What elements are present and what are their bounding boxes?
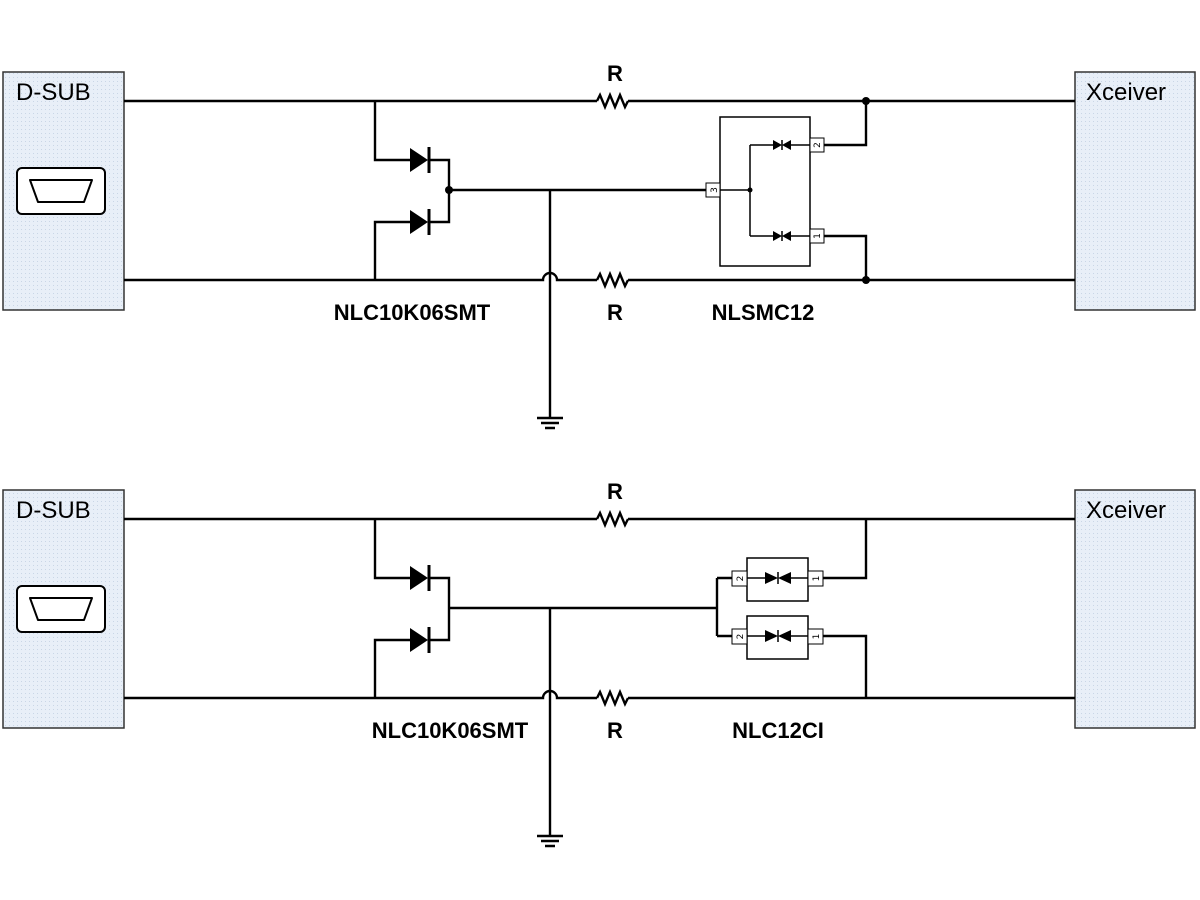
circuit-2: D-SUB Xceiver R R <box>2 479 1196 848</box>
tvs-array-label: NLC10K06SMT <box>372 718 529 743</box>
xceiver-label: Xceiver <box>1086 79 1166 106</box>
bottom-signal-line <box>124 688 1075 708</box>
resistor-bottom-label: R <box>607 718 623 743</box>
nlc12ci-lower-pin2: 2 <box>736 634 746 640</box>
nlsmc12-label: NLSMC12 <box>712 300 815 325</box>
bottom-signal-line <box>124 270 1075 290</box>
nlc12ci-upper-pin1: 1 <box>812 576 822 582</box>
bottom-resistor <box>595 688 630 708</box>
xceiver-block: Xceiver <box>1074 489 1196 729</box>
top-resistor <box>595 509 630 529</box>
top-resistor <box>595 91 630 111</box>
resistor-bottom-label: R <box>607 300 623 325</box>
nlc12ci-label: NLC12CI <box>732 718 824 743</box>
resistor-top-label: R <box>607 61 623 86</box>
nlc12ci-device-upper: 2 1 <box>731 557 824 602</box>
dsub-connector: D-SUB <box>2 489 125 729</box>
nlsmc12-pin1: 1 <box>813 233 823 239</box>
nlc12ci-device-lower: 2 1 <box>731 615 824 660</box>
nlsmc12-pin2: 2 <box>813 142 823 148</box>
top-signal-line <box>124 509 1075 529</box>
circuit-1: D-SUB Xceiver R R <box>2 61 1196 430</box>
bottom-resistor <box>595 270 630 290</box>
dsub-label: D-SUB <box>16 497 91 524</box>
dsub-label: D-SUB <box>16 79 91 106</box>
nlc12ci-lower-pin1: 1 <box>812 634 822 640</box>
dsub-port-icon <box>16 167 106 215</box>
dsub-connector: D-SUB <box>2 71 125 311</box>
tvs-diode-array <box>373 519 451 698</box>
ground-symbol <box>537 608 563 848</box>
resistor-top-label: R <box>607 479 623 504</box>
nlc12ci-upper-pin2: 2 <box>736 576 746 582</box>
tvs-array-label: NLC10K06SMT <box>334 300 491 325</box>
top-signal-line <box>124 91 1075 111</box>
xceiver-label: Xceiver <box>1086 497 1166 524</box>
tvs-diode-array <box>373 101 453 280</box>
nlsmc12-package: 3 2 1 <box>705 116 825 267</box>
dsub-port-icon <box>16 585 106 633</box>
xceiver-block: Xceiver <box>1074 71 1196 311</box>
ground-symbol <box>537 190 563 430</box>
nlsmc12-pin3: 3 <box>710 187 720 193</box>
